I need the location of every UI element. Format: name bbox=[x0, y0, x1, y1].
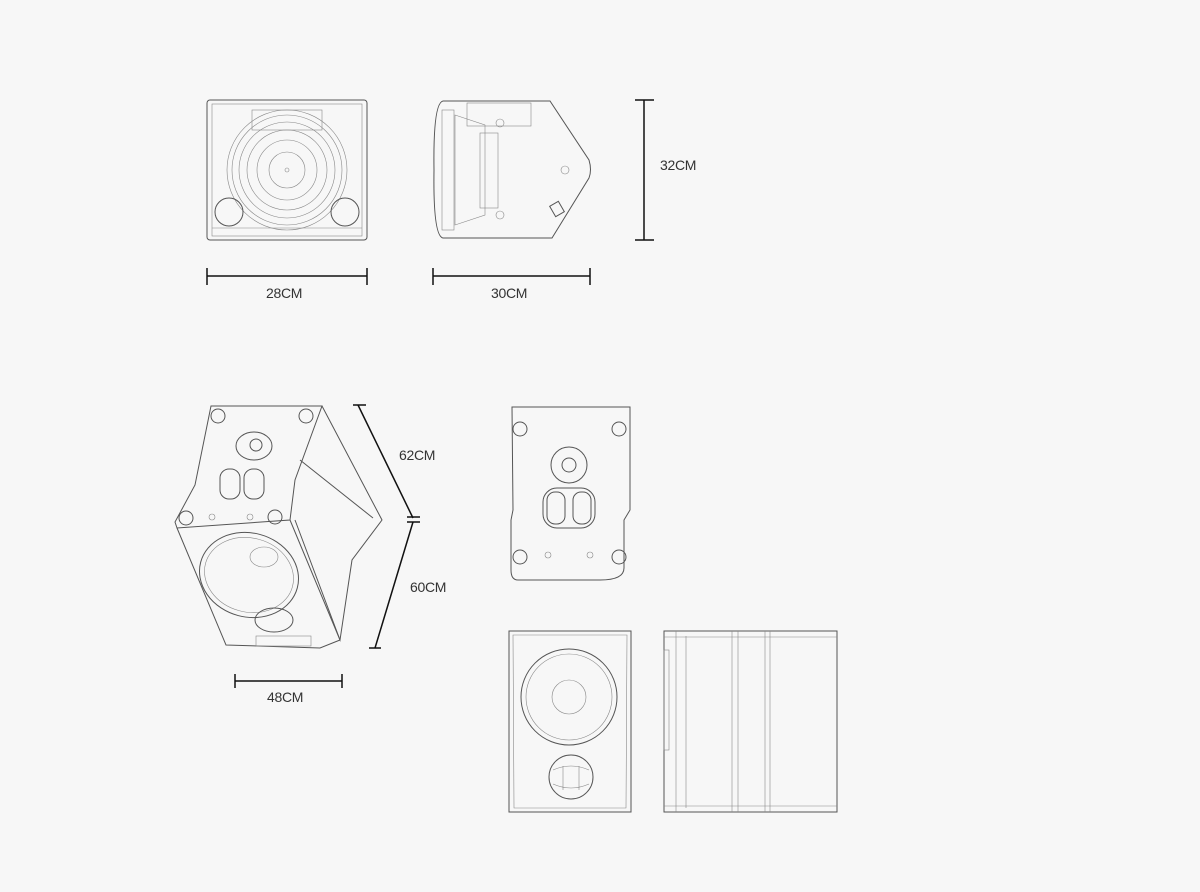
large-upper-height-label: 62CM bbox=[399, 447, 436, 463]
dimension-lines-large bbox=[234, 404, 420, 688]
small-speaker-side-view bbox=[433, 100, 591, 239]
large-speaker-isometric-view bbox=[174, 405, 383, 649]
small-height-label: 32CM bbox=[660, 157, 697, 173]
dimension-lines-small bbox=[206, 99, 654, 285]
small-speaker-front-view bbox=[206, 99, 368, 241]
large-speaker-top-view bbox=[510, 406, 631, 581]
small-width-label: 28CM bbox=[266, 285, 303, 301]
large-speaker-side-view bbox=[663, 630, 838, 813]
large-speaker-front-view bbox=[508, 630, 632, 813]
small-depth-label: 30CM bbox=[491, 285, 528, 301]
large-width-label: 48CM bbox=[267, 689, 304, 705]
large-lower-height-label: 60CM bbox=[410, 579, 447, 595]
